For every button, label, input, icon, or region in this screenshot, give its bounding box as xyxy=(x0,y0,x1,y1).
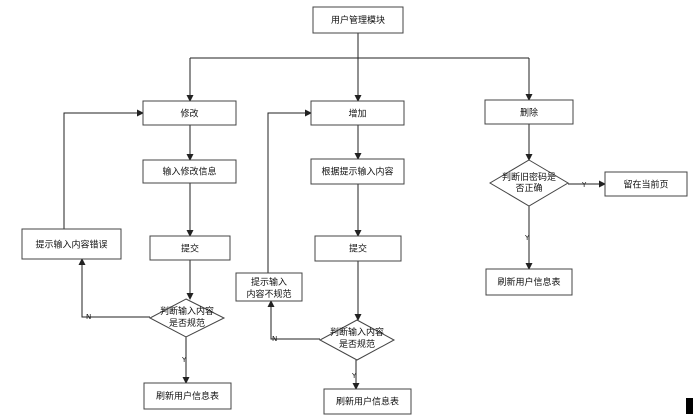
add-submit-label: 提交 xyxy=(349,243,367,255)
delete-node-label: 删除 xyxy=(520,107,538,119)
delete-yes-down-label: Y xyxy=(524,234,530,242)
modify-check-decision: 判断输入内容 是否规范 xyxy=(148,298,226,338)
modify-node-label: 修改 xyxy=(180,108,198,120)
add-node: 增加 xyxy=(310,100,405,126)
add-input-node: 根据提示输入内容 xyxy=(310,158,405,185)
delete-check-label-line1: 判断旧密码是 xyxy=(502,171,556,183)
modify-check-label-line2: 是否规范 xyxy=(169,317,205,329)
add-error-label-line1: 提示输入 xyxy=(251,276,287,288)
add-no-label: N xyxy=(272,335,277,343)
delete-stay-label: 留在当前页 xyxy=(623,179,668,191)
add-submit-node: 提交 xyxy=(314,235,402,262)
add-yes-label: Y xyxy=(351,372,357,380)
add-refresh-node: 刷新用户信息表 xyxy=(323,388,412,415)
root-node-label: 用户管理模块 xyxy=(331,14,385,26)
delete-refresh-label: 刷新用户信息表 xyxy=(497,276,560,288)
root-node: 用户管理模块 xyxy=(312,6,404,34)
add-check-label-line2: 是否规范 xyxy=(339,338,375,350)
delete-node: 删除 xyxy=(484,99,574,125)
delete-refresh-node: 刷新用户信息表 xyxy=(485,268,573,296)
add-refresh-label: 刷新用户信息表 xyxy=(336,396,399,408)
modify-submit-node: 提交 xyxy=(149,235,231,261)
add-check-decision: 判断输入内容 是否规范 xyxy=(318,319,396,361)
modify-check-label-line1: 判断输入内容 xyxy=(160,305,214,317)
delete-check-decision: 判断旧密码是 否正确 xyxy=(489,159,569,207)
modify-input-node: 输入修改信息 xyxy=(142,159,237,184)
modify-error-node: 提示输入内容错误 xyxy=(21,228,122,260)
add-input-label: 根据提示输入内容 xyxy=(321,166,393,178)
delete-stay-node: 留在当前页 xyxy=(604,171,688,197)
connectors xyxy=(63,33,606,390)
modify-refresh-label: 刷新用户信息表 xyxy=(156,390,219,402)
modify-node: 修改 xyxy=(142,100,237,126)
modify-submit-label: 提交 xyxy=(181,243,199,255)
add-error-label-line2: 内容不规范 xyxy=(246,288,291,300)
modify-no-label: N xyxy=(86,313,91,321)
edge-modify-check-no xyxy=(78,258,150,318)
modify-error-label: 提示输入内容错误 xyxy=(35,239,107,251)
modify-yes-label: Y xyxy=(181,356,187,364)
delete-check-label-line2: 否正确 xyxy=(515,182,542,194)
modify-input-label: 输入修改信息 xyxy=(162,166,216,178)
edge-add-check-no xyxy=(267,300,320,340)
add-node-label: 增加 xyxy=(348,108,366,120)
edge-add-error-loop xyxy=(267,109,312,273)
add-error-node: 提示输入 内容不规范 xyxy=(235,272,303,302)
delete-yes-right-label: Y xyxy=(581,181,587,189)
corner-mark xyxy=(686,398,693,414)
modify-refresh-node: 刷新用户信息表 xyxy=(143,382,232,410)
add-check-label-line1: 判断输入内容 xyxy=(330,326,384,338)
edge-modify-error-loop xyxy=(63,109,144,229)
